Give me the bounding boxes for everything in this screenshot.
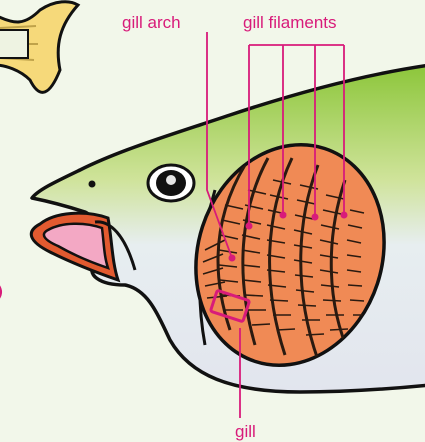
label-gill: gill (235, 422, 256, 441)
label-gill-arch: gill arch (122, 13, 181, 32)
eye-icon (148, 165, 194, 201)
label-gill-filaments: gill filaments (243, 13, 337, 32)
nostril (89, 181, 96, 188)
edge-fragment (0, 282, 1, 302)
